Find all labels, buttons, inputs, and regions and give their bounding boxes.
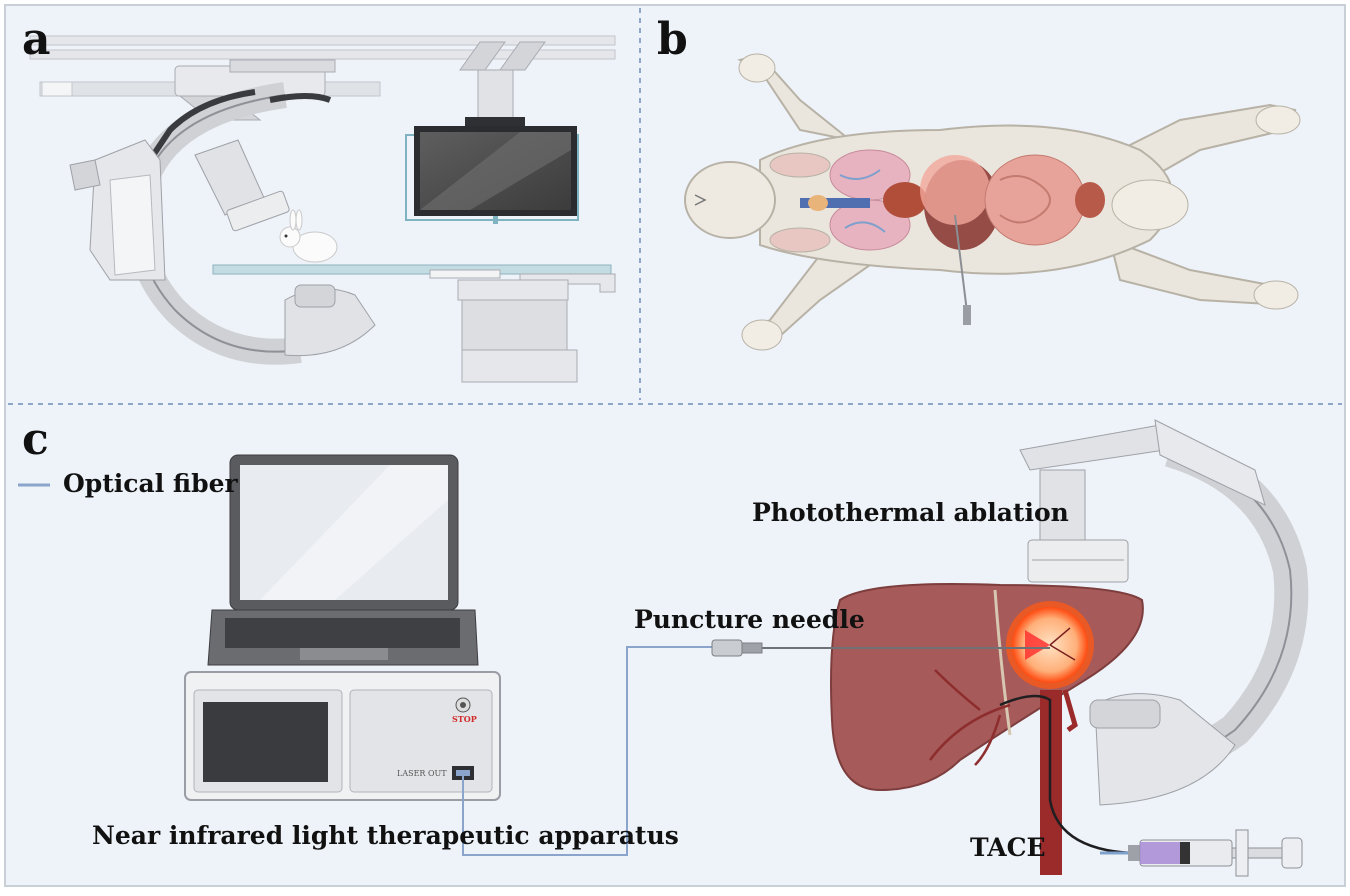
puncture-needle bbox=[711, 639, 1050, 657]
stop-button-label: STOP bbox=[452, 714, 477, 724]
tace-label: TACE bbox=[970, 833, 1046, 862]
rabbit-small bbox=[279, 209, 338, 263]
near-infrared-apparatus bbox=[184, 671, 501, 801]
c-arm-right bbox=[1019, 419, 1309, 806]
laser-out-label: LASER OUT bbox=[397, 769, 447, 778]
c-arm bbox=[69, 82, 376, 365]
panel-b-letter: b bbox=[657, 14, 688, 65]
syringe bbox=[1100, 829, 1303, 877]
patient-table bbox=[212, 264, 616, 383]
optical-fiber bbox=[462, 646, 714, 856]
panel-a-angiography-room bbox=[29, 35, 616, 383]
ceiling-monitor bbox=[405, 41, 579, 224]
panel-c-ablation-setup bbox=[18, 419, 1309, 877]
photothermal-ablation-label: Photothermal ablation bbox=[752, 498, 1069, 527]
panel-b-rabbit-anatomy bbox=[684, 53, 1301, 351]
panel-a-letter: a bbox=[22, 14, 51, 65]
rabbit-organs bbox=[800, 149, 1105, 325]
near-infrared-apparatus-label: Near infrared light therapeutic apparatu… bbox=[92, 821, 679, 850]
optical-fiber-legend-label: Optical fiber bbox=[63, 469, 238, 498]
puncture-needle-label: Puncture needle bbox=[634, 605, 865, 634]
tumor-ablation-zone bbox=[1006, 601, 1094, 689]
laptop bbox=[207, 454, 479, 666]
panel-c-letter: c bbox=[22, 414, 49, 465]
